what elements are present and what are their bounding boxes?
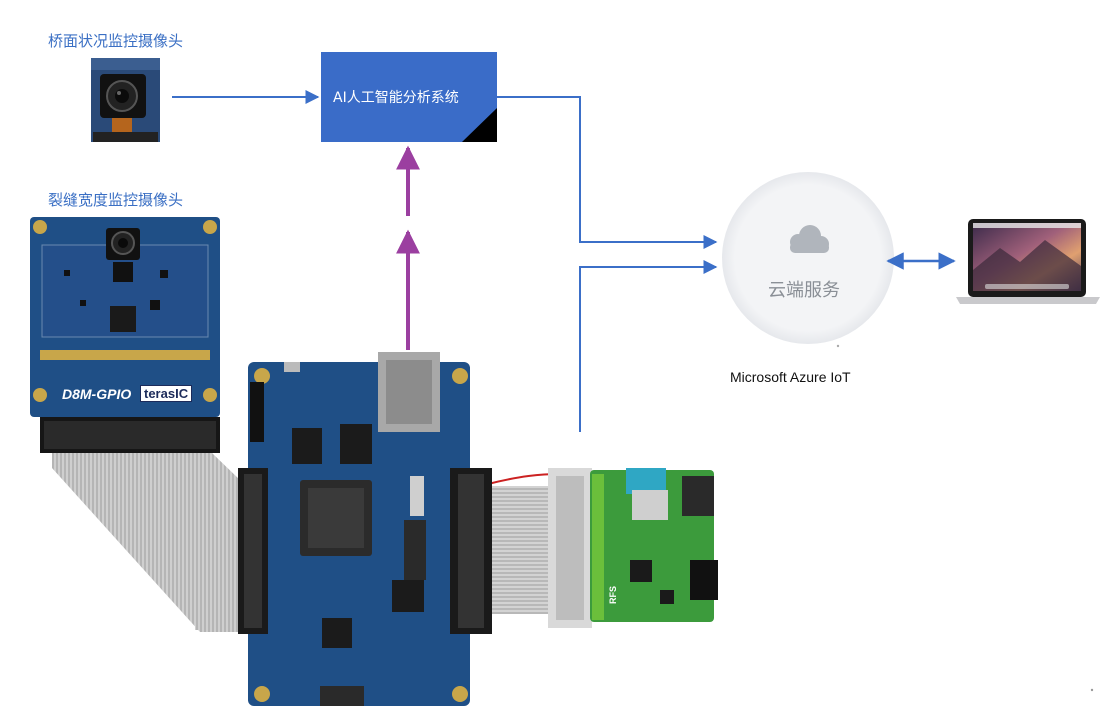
terasic-logo: terasIC bbox=[140, 385, 193, 402]
cloud-icon bbox=[790, 225, 829, 253]
cloud-service-node bbox=[722, 172, 894, 344]
crack-camera-label: 裂缝宽度监控摄像头 bbox=[48, 191, 184, 209]
ai-to-cloud-arrow bbox=[497, 96, 718, 249]
d8m-camera-board bbox=[30, 217, 220, 453]
d8m-board-label: D8M-GPIO bbox=[62, 386, 132, 402]
bridge-camera-label: 桥面状况监控摄像头 bbox=[48, 32, 184, 50]
ribbon-cable-right bbox=[488, 486, 558, 614]
ribbon-cable-mid bbox=[195, 480, 245, 630]
ai-system-label: AI人工智能分析系统 bbox=[333, 90, 459, 106]
fpga-to-cloud-arrow bbox=[579, 260, 718, 432]
laptop-icon bbox=[956, 219, 1100, 304]
cloud-service-label: 云端服务 bbox=[768, 280, 840, 301]
bridge-camera-image bbox=[91, 58, 160, 142]
rfs-board-label: RFS bbox=[608, 586, 618, 604]
ribbon-cable-left bbox=[52, 453, 240, 632]
rfs-board bbox=[548, 468, 718, 628]
de10-nano-board bbox=[248, 352, 470, 706]
ai-system-box bbox=[321, 52, 497, 142]
azure-label: Microsoft Azure IoT bbox=[730, 369, 851, 385]
